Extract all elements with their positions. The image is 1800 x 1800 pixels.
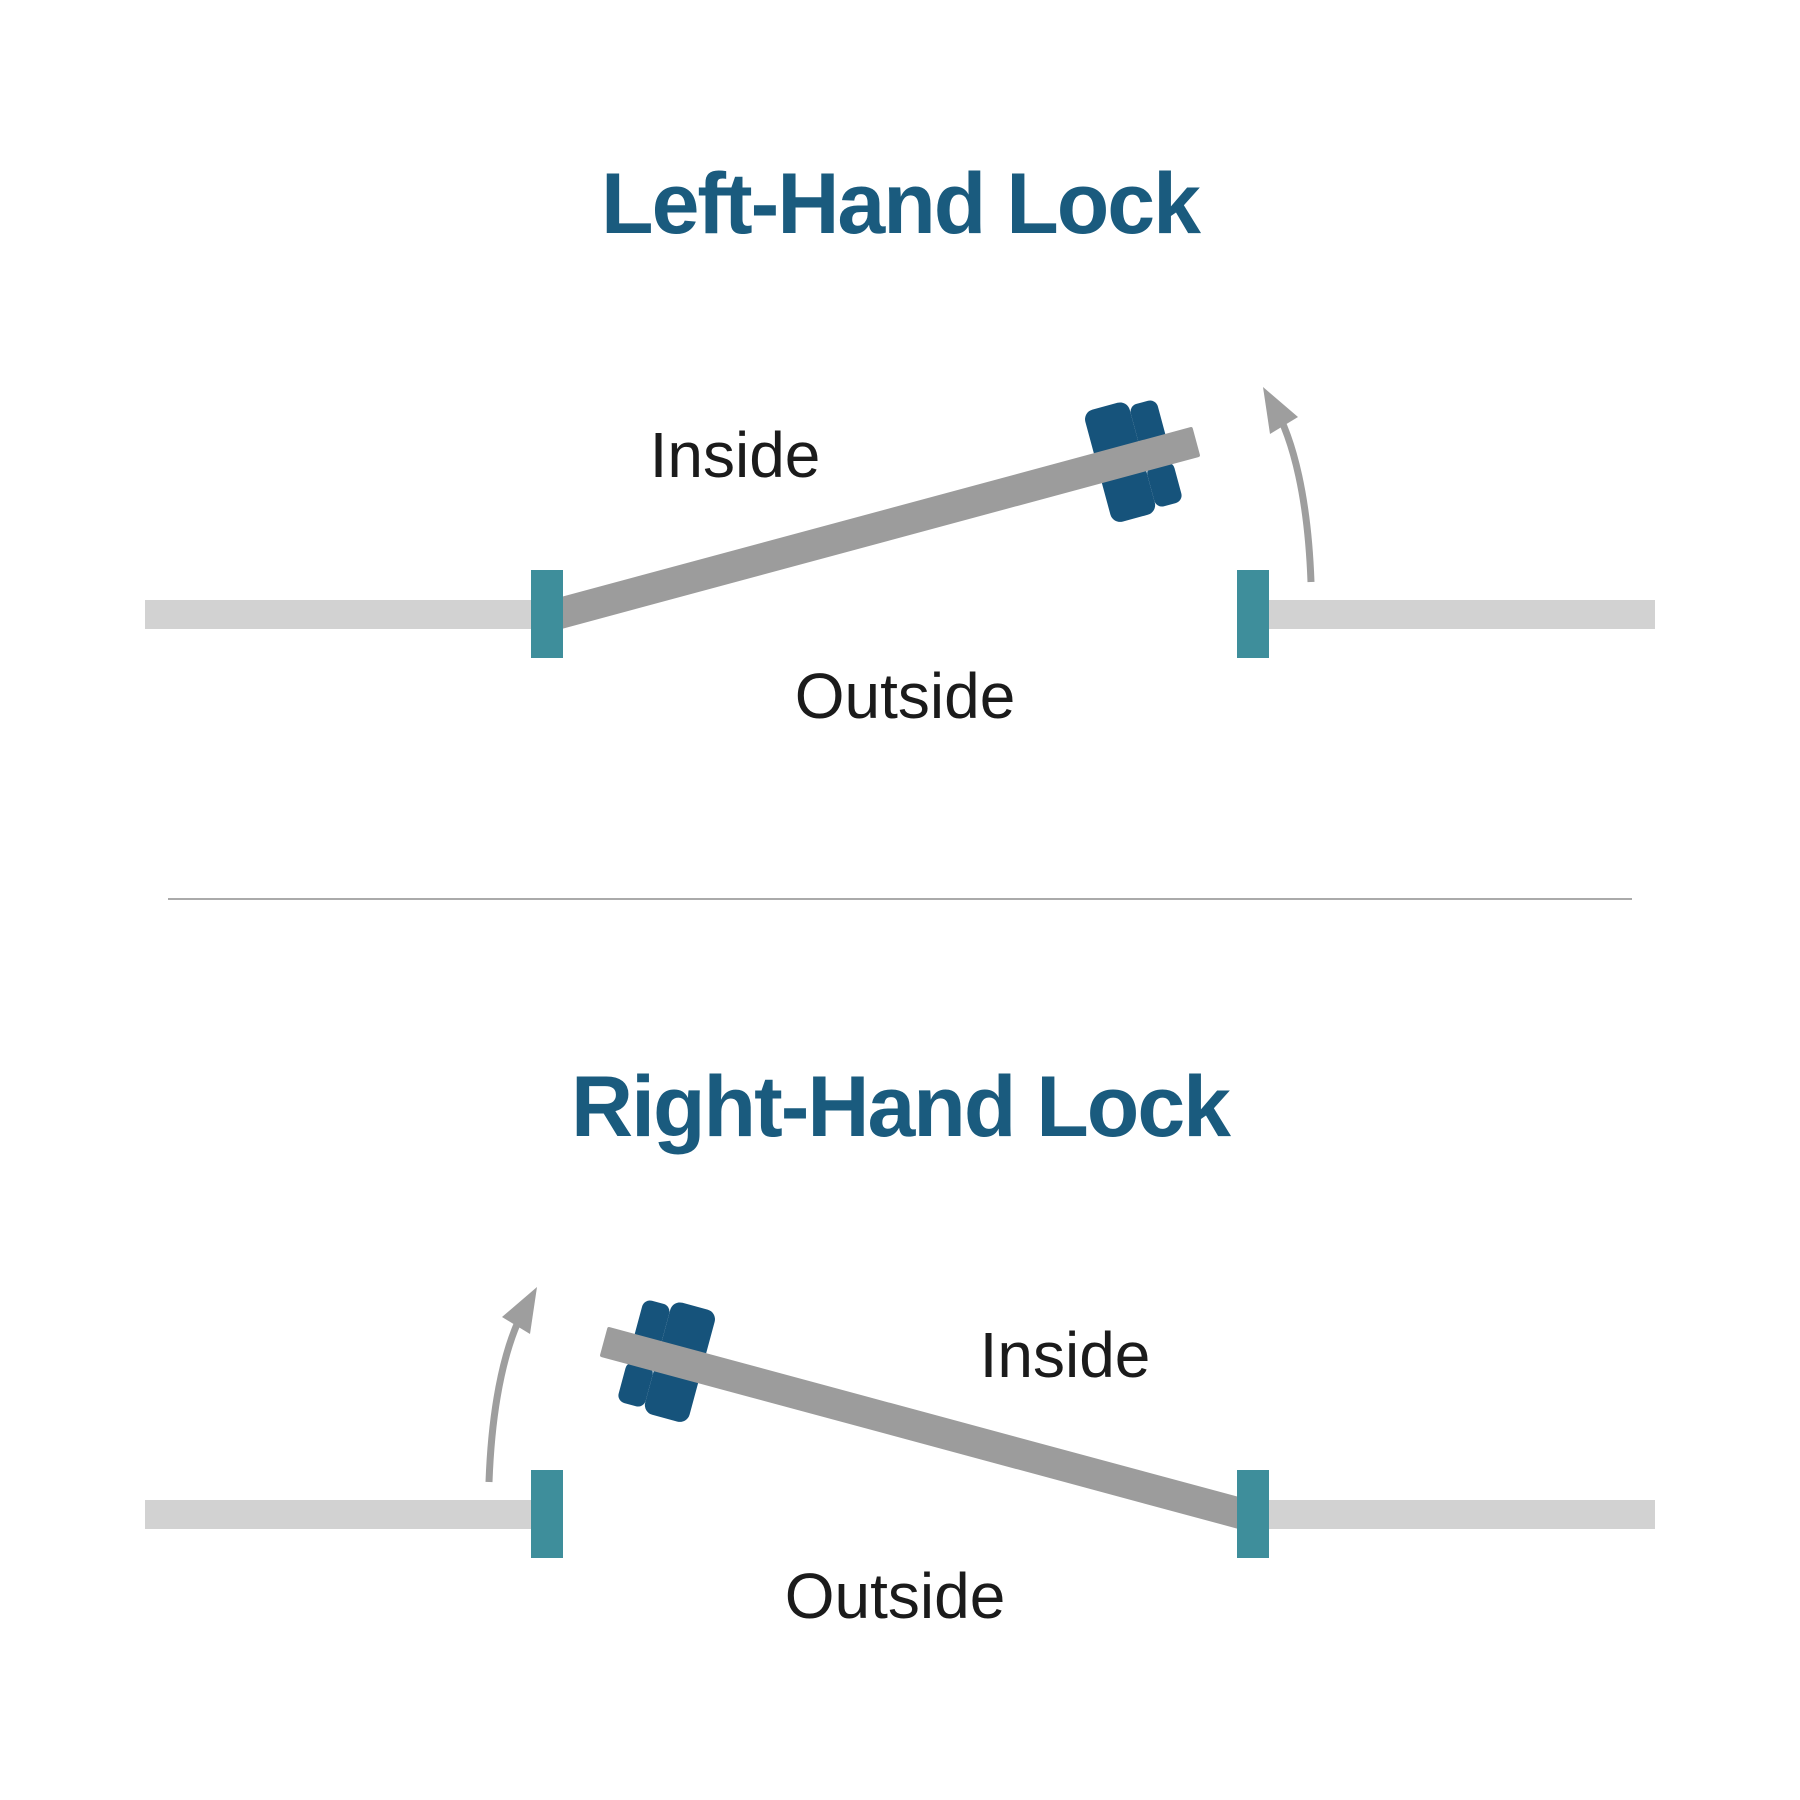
swing-arrow-head [502, 1287, 537, 1334]
door [600, 1327, 1253, 1531]
wall-left [145, 1500, 531, 1529]
inside-label: Inside [979, 1319, 1151, 1391]
door-jamb-right [1237, 1470, 1269, 1558]
left-hand-lock-diagram [145, 387, 1655, 658]
wall-right [1269, 1500, 1655, 1529]
lock-bolt-lower [1147, 462, 1182, 507]
door-jamb-right [1237, 570, 1269, 658]
outside-label: Outside [794, 660, 1016, 732]
section-title-left-hand-lock: Left-Hand Lock [601, 156, 1201, 252]
door-assembly [600, 1300, 1253, 1531]
door-assembly [547, 400, 1200, 631]
wall-left [145, 600, 531, 629]
swing-arrow [485, 1302, 531, 1483]
door [547, 427, 1200, 631]
door-jamb-left [531, 1470, 563, 1558]
lock-bolt-lower [618, 1362, 653, 1407]
wall-right [1269, 600, 1655, 629]
section-divider [168, 898, 1632, 900]
right-hand-lock-diagram [145, 1287, 1655, 1558]
lock-bolt-upper [1130, 400, 1166, 447]
outside-label: Outside [784, 1560, 1006, 1632]
swing-arrow [1269, 402, 1315, 583]
lock-bolt-upper [634, 1300, 670, 1347]
inside-label: Inside [649, 419, 821, 491]
swing-arrow-head [1263, 387, 1298, 434]
section-title-right-hand-lock: Right-Hand Lock [571, 1059, 1231, 1155]
door-jamb-left [531, 570, 563, 658]
